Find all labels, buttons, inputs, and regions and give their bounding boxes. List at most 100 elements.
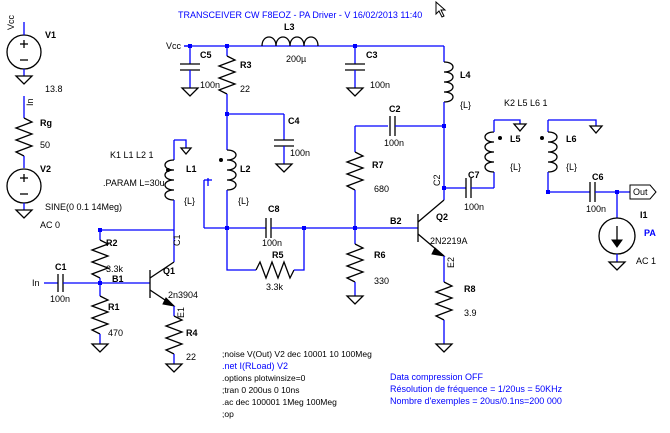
net-flag-out [629, 184, 657, 200]
coupling-k2: K2 L5 L6 1 [504, 98, 548, 108]
capacitor-c5[interactable] [180, 63, 200, 71]
source-v2[interactable] [6, 168, 42, 204]
net-label-in-rg: In [25, 98, 35, 106]
net-label-vcc: Vcc [166, 41, 182, 51]
label-r3: R3 [240, 60, 252, 70]
net-label-vcc-v1: Vcc [6, 14, 16, 30]
label-l4: L4 [460, 70, 471, 80]
value-l6: {L} [566, 162, 577, 172]
inductor-l6[interactable] [547, 131, 558, 173]
directive-noise: ;noise V(Out) V2 dec 10001 10 100Meg [222, 349, 372, 359]
value-c6: 100n [586, 204, 606, 214]
label-c2: C2 [389, 104, 401, 114]
label-l3: L3 [284, 22, 295, 32]
inductor-l4[interactable] [443, 61, 454, 103]
net-label-in: In [32, 278, 40, 288]
value-c5: 100n [200, 80, 220, 90]
ground-symbol [164, 363, 184, 373]
label-c7: C7 [468, 170, 480, 180]
value-c3: 100n [370, 80, 390, 90]
value-l2: {L} [238, 196, 249, 206]
inductor-l1[interactable] [164, 159, 175, 201]
capacitor-c4[interactable] [274, 139, 294, 147]
value-c8: 100n [262, 238, 282, 248]
value-l3: 200µ [286, 54, 306, 64]
value-c7: 100n [464, 202, 484, 212]
value-r3: 22 [240, 84, 250, 94]
label-i1: I1 [640, 210, 648, 220]
ground-symbol [345, 295, 365, 305]
net-label-out: Out [633, 187, 648, 197]
resistor-r6[interactable] [345, 243, 365, 283]
label-c6: C6 [592, 172, 604, 182]
resistor-r1[interactable] [90, 295, 110, 335]
source-v1[interactable] [6, 34, 42, 70]
ground-symbol [588, 125, 604, 134]
resistor-r5[interactable] [255, 260, 295, 280]
value-r8: 3.9 [464, 308, 477, 318]
label-l2: L2 [240, 164, 251, 174]
value-l1: {L} [184, 196, 195, 206]
ground-symbol [345, 87, 365, 97]
label-r1: R1 [108, 302, 120, 312]
label-rg: Rg [40, 118, 52, 128]
label-c3: C3 [366, 50, 378, 60]
inductor-l3[interactable] [261, 36, 319, 47]
value-l5: {L} [510, 162, 521, 172]
value-q1: 2n3904 [168, 290, 198, 300]
value-l4: {L} [460, 100, 471, 110]
label-r2: R2 [106, 238, 118, 248]
source-i1[interactable] [598, 217, 636, 255]
label-q1: Q1 [163, 266, 175, 276]
param-directive: .PARAM L=30u [103, 178, 165, 188]
value-r6: 330 [374, 276, 389, 286]
node-e2: E2 [446, 257, 456, 268]
directive-net: .net I(RLoad) V2 [222, 361, 288, 371]
capacitor-c1[interactable] [57, 274, 64, 292]
value-r7: 680 [374, 184, 389, 194]
ground-symbol [434, 343, 454, 353]
value-c1: 100n [50, 294, 70, 304]
resistor-rg[interactable] [14, 117, 34, 157]
directive-op: ;op [222, 409, 234, 419]
resistor-r7[interactable] [345, 151, 365, 191]
ground-symbol [607, 261, 627, 271]
ground-symbol [14, 209, 34, 219]
schematic-title: TRANSCEIVER CW F8EOZ - PA Driver - V 16/… [178, 10, 422, 20]
label-r6: R6 [374, 250, 386, 260]
capacitor-c6[interactable] [589, 182, 596, 202]
capacitor-c7[interactable] [465, 178, 472, 198]
inductor-l5[interactable] [484, 131, 495, 173]
ground-symbol [512, 123, 528, 132]
resistor-r3[interactable] [217, 55, 237, 95]
label-l5: L5 [510, 134, 521, 144]
label-q2: Q2 [436, 212, 448, 222]
coupling-k1: K1 L1 L2 1 [110, 150, 154, 160]
capacitor-c8[interactable] [265, 218, 272, 238]
resistor-r8[interactable] [434, 281, 454, 321]
value-v2: SINE(0 0.1 14Meg) [45, 202, 122, 212]
resistor-r2[interactable] [90, 239, 110, 279]
directive-options: .options plotwinsize=0 [222, 373, 306, 383]
cursor-icon [435, 0, 447, 18]
resistor-r4[interactable] [164, 315, 184, 355]
label-r5: R5 [272, 250, 284, 260]
capacitor-c3[interactable] [345, 63, 365, 71]
label-r8: R8 [464, 284, 476, 294]
ground-symbol [90, 343, 110, 353]
node-b2: B2 [390, 216, 402, 226]
ground-symbol [179, 147, 193, 156]
transistor-q1[interactable] [149, 261, 176, 307]
value-c4: 100n [290, 148, 310, 158]
inductor-l2[interactable] [226, 149, 237, 191]
directive-ac: .ac dec 100001 1Meg 100Meg [222, 397, 337, 407]
label-r4: R4 [186, 328, 198, 338]
label-c4: C4 [288, 116, 300, 126]
transistor-q2[interactable] [417, 199, 446, 257]
node-c2: C2 [432, 174, 442, 186]
ground-symbol [274, 163, 294, 173]
capacitor-c2[interactable] [389, 116, 396, 136]
label-c1: C1 [55, 262, 67, 272]
note-compression: Data compression OFF [390, 372, 484, 382]
label-l6: L6 [566, 134, 577, 144]
